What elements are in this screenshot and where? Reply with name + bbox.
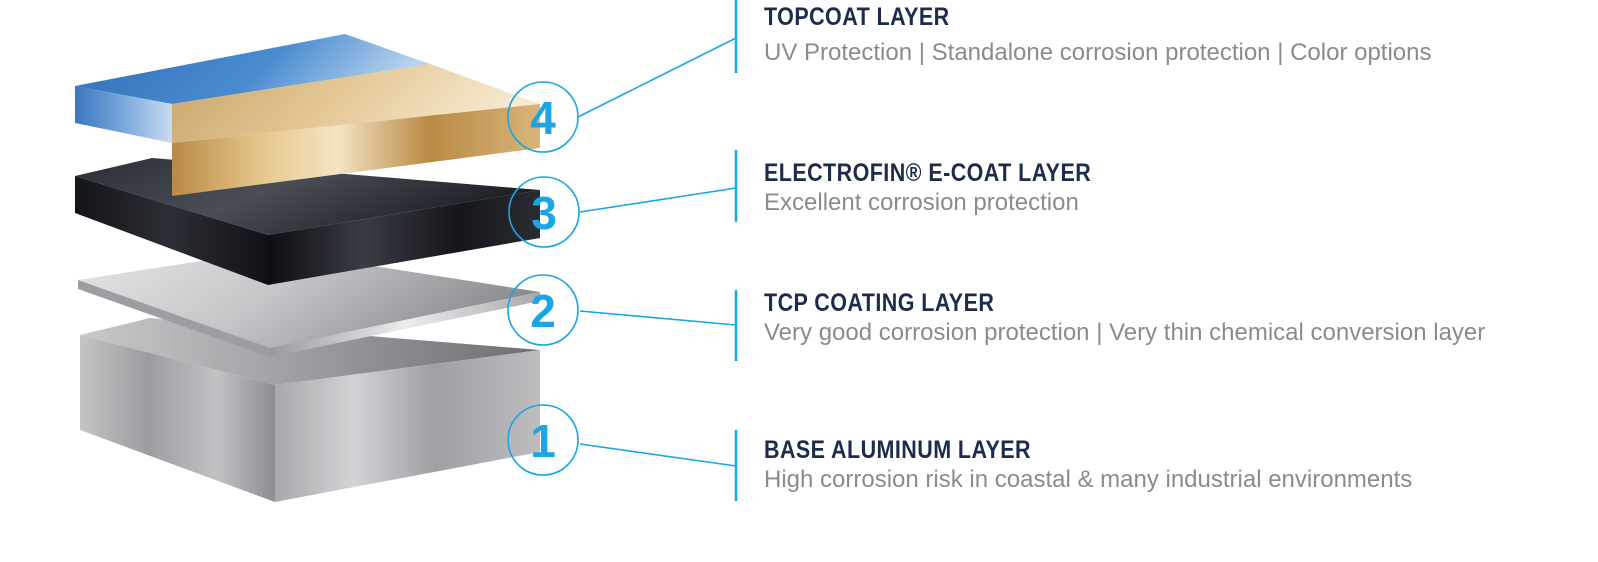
topcoat-plate [75,34,540,196]
label-base: BASE ALUMINUM LAYER High corrosion risk … [764,435,1594,495]
label-tcp-title: TCP COATING LAYER [764,289,995,317]
connector-line-4 [577,37,737,118]
label-topcoat-description: UV Protection | Standalone corrosion pro… [764,39,1432,66]
badge-2-number: 2 [530,285,556,337]
label-topcoat-title: TOPCOAT LAYER [764,3,950,31]
connector-line-1 [579,443,737,467]
badge-3-number: 3 [531,187,557,239]
label-ecoat-title: ELECTROFIN® E-COAT LAYER [764,159,1092,187]
connector-line-2 [579,310,737,326]
badge-3: 3 [508,176,580,248]
badge-1-number: 1 [530,415,556,467]
label-topcoat: TOPCOAT LAYER UV Protection | Standalone… [764,2,1594,68]
connector-line-3 [579,187,737,213]
label-base-title: BASE ALUMINUM LAYER [764,436,1031,464]
label-tcp: TCP COATING LAYER Very good corrosion pr… [764,288,1594,348]
connector-lines [577,37,737,467]
badge-1: 1 [507,404,579,476]
label-ecoat-description: Excellent corrosion protection [764,189,1079,216]
tcp-coating-plate [78,250,540,357]
label-ecoat: ELECTROFIN® E-COAT LAYER Excellent corro… [764,158,1594,218]
label-base-description: High corrosion risk in coastal & many in… [764,466,1413,493]
badge-2: 2 [507,274,579,346]
badge-4-number: 4 [530,92,556,144]
badge-4: 4 [507,81,579,153]
label-tcp-description: Very good corrosion protection | Very th… [764,319,1486,346]
base-aluminum-block [80,318,540,502]
